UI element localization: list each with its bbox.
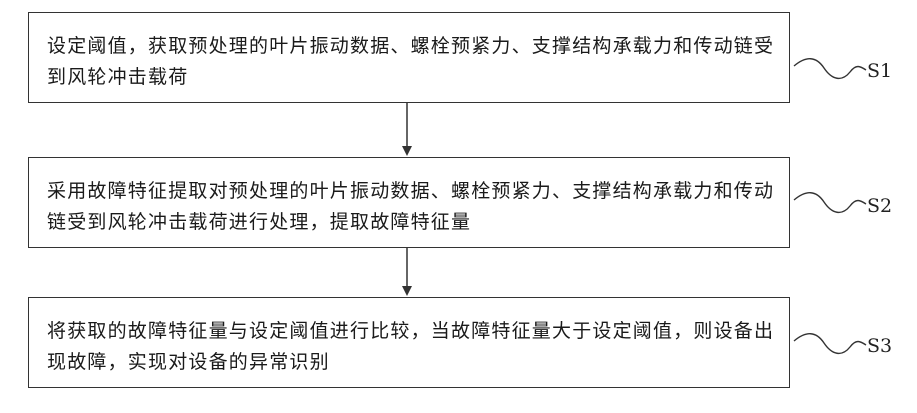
leader-line-s2 bbox=[794, 193, 866, 213]
step-label-s2: S2 bbox=[867, 195, 892, 217]
leader-line-s3 bbox=[794, 334, 866, 354]
step-box-s3: 将获取的故障特征量与设定阈值进行比较，当故障特征量大于设定阈值，则设备出现故障，… bbox=[28, 297, 790, 388]
step-box-s1: 设定阈值，获取预处理的叶片振动数据、螺栓预紧力、支撑结构承载力和传动链受到风轮冲… bbox=[28, 12, 790, 103]
step-box-s2: 采用故障特征提取对预处理的叶片振动数据、螺栓预紧力、支撑结构承载力和传动链受到风… bbox=[28, 157, 790, 248]
step-text-s1: 设定阈值，获取预处理的叶片振动数据、螺栓预紧力、支撑结构承载力和传动链受到风轮冲… bbox=[47, 31, 775, 93]
step-label-s3: S3 bbox=[867, 335, 892, 357]
step-text-s3: 将获取的故障特征量与设定阈值进行比较，当故障特征量大于设定阈值，则设备出现故障，… bbox=[47, 316, 775, 378]
leader-line-s1 bbox=[794, 59, 866, 79]
step-label-s1: S1 bbox=[867, 60, 892, 82]
step-text-s2: 采用故障特征提取对预处理的叶片振动数据、螺栓预紧力、支撑结构承载力和传动链受到风… bbox=[47, 176, 775, 238]
